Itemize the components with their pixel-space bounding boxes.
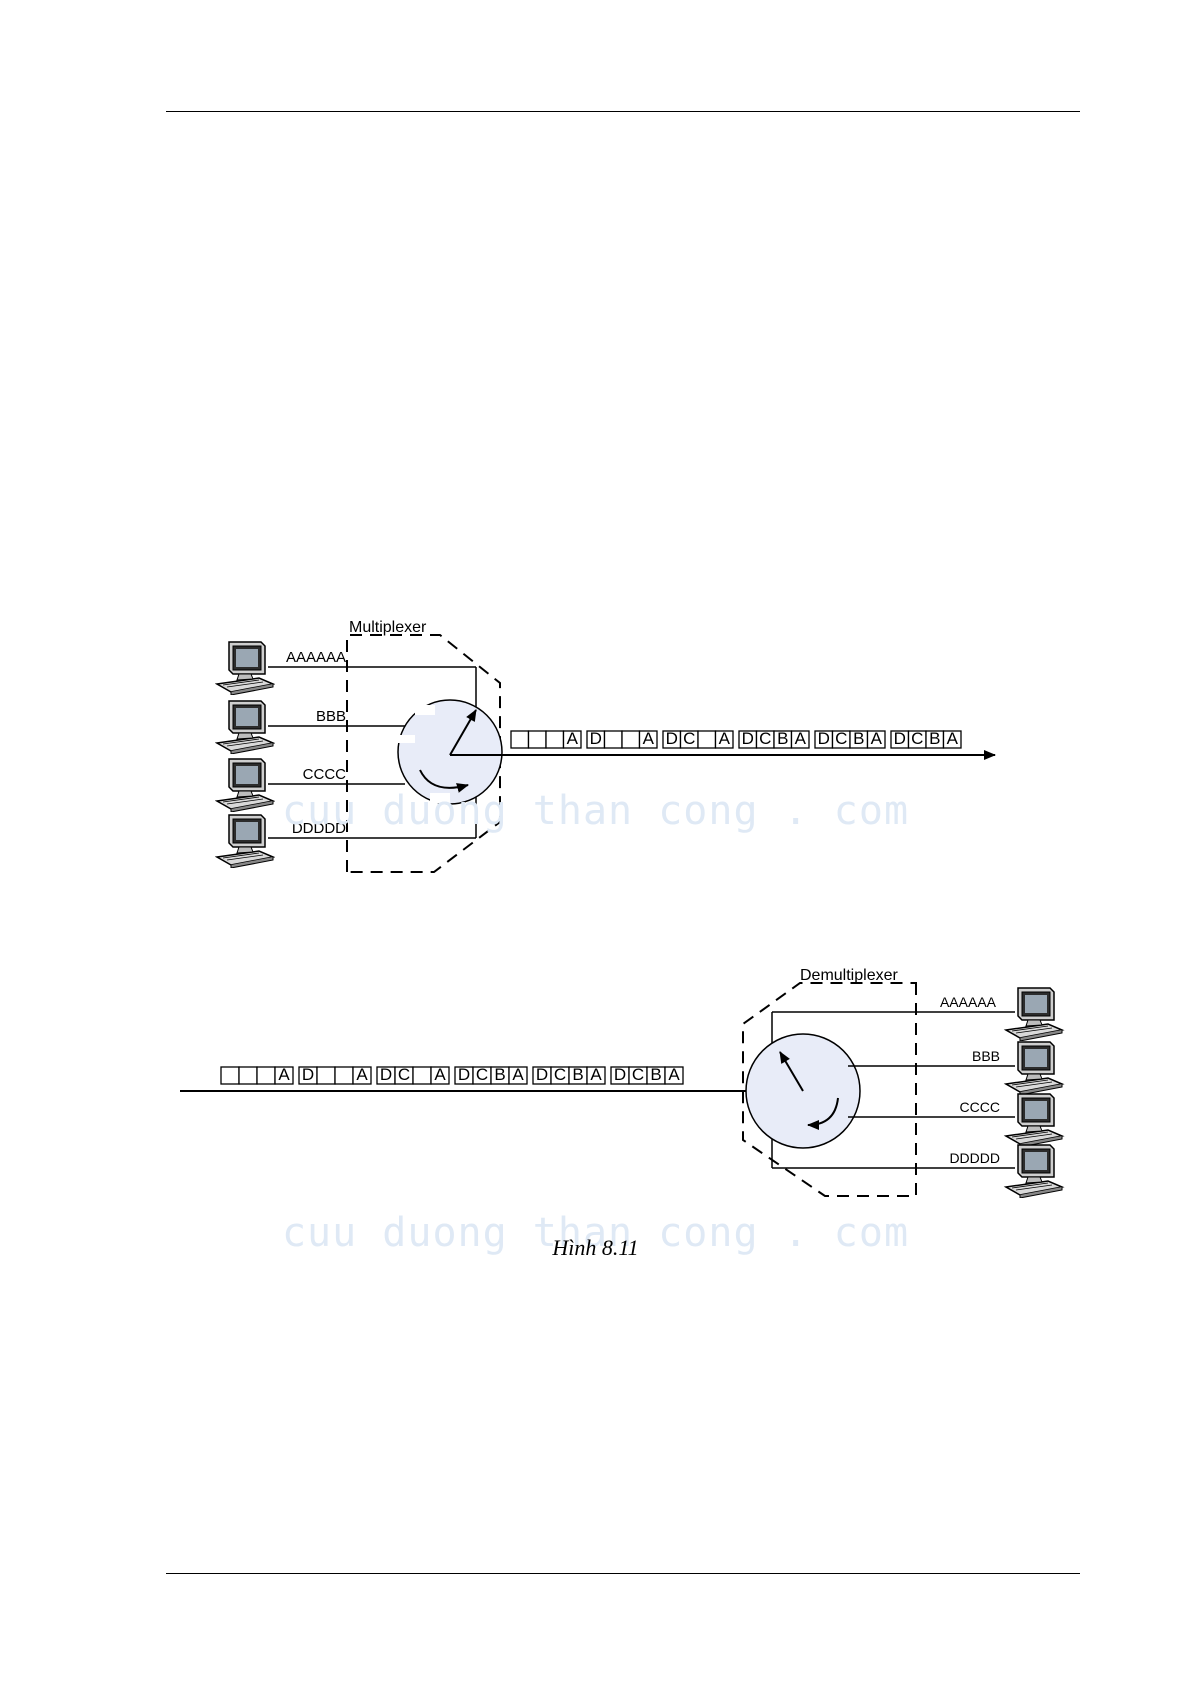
- frame-slot-label: D: [818, 729, 830, 748]
- frame-slot-label: C: [632, 1065, 644, 1084]
- frame-slot-label: A: [668, 1065, 680, 1084]
- computer-icon: [1006, 1145, 1062, 1198]
- output-label-b: BBB: [972, 1048, 1000, 1064]
- frame-slot-label: D: [380, 1065, 392, 1084]
- frame-slot-label: A: [643, 729, 655, 748]
- frame-slot-label: C: [759, 729, 771, 748]
- frame-slot: [221, 1067, 239, 1084]
- frame-slot-label: D: [666, 729, 678, 748]
- frame-slot-label: A: [434, 1065, 446, 1084]
- frame-slot: [529, 731, 547, 748]
- demultiplexer-label: Demultiplexer: [800, 967, 898, 984]
- frame-slot: [605, 731, 623, 748]
- input-label-b: BBB: [316, 708, 346, 725]
- frame-slot-label: C: [683, 729, 695, 748]
- computer-icon: [217, 815, 273, 868]
- frame-slot-label: B: [929, 729, 940, 748]
- frame-slot: [239, 1067, 257, 1084]
- mux-input-3: CCCC: [217, 759, 405, 812]
- frame-slot: [413, 1067, 431, 1084]
- frame-slot-label: B: [650, 1065, 661, 1084]
- tdm-frame: A: [511, 729, 581, 748]
- frame-slot-label: C: [835, 729, 847, 748]
- demux-output-2: BBB: [848, 1042, 1062, 1095]
- input-label-a: AAAAAA: [286, 649, 346, 666]
- output-label-d: DDDDD: [949, 1150, 1000, 1166]
- multiplexer-group: Multiplexer AAAAAA BBB CCCC DDDDD: [217, 619, 995, 872]
- frame-slot-label: A: [871, 729, 883, 748]
- frame-slot-label: B: [572, 1065, 583, 1084]
- frame-slot-label: D: [742, 729, 754, 748]
- computer-icon: [217, 642, 273, 695]
- frame-slot-label: A: [590, 1065, 602, 1084]
- frame-slot: [511, 731, 529, 748]
- frame-slot-label: A: [512, 1065, 524, 1084]
- frame-slot-label: A: [947, 729, 959, 748]
- frame-slot: [622, 731, 640, 748]
- output-label-c: CCCC: [960, 1099, 1000, 1115]
- computer-icon: [1006, 1094, 1062, 1147]
- frame-slot-label: D: [302, 1065, 314, 1084]
- frame-slot: [546, 731, 564, 748]
- computer-icon: [1006, 988, 1062, 1041]
- demux-output-3: CCCC: [848, 1094, 1062, 1147]
- figure-caption: Hình 8.11: [0, 1235, 1191, 1261]
- frame-slot-label: C: [476, 1065, 488, 1084]
- mux-rotary-switch: [395, 700, 502, 804]
- frame-slot-label: C: [398, 1065, 410, 1084]
- mux-input-2: BBB: [217, 701, 405, 754]
- frame-slot-label: B: [777, 729, 788, 748]
- output-label-a: AAAAAA: [940, 994, 997, 1010]
- frame-slot-label: D: [894, 729, 906, 748]
- frame-slot-label: D: [614, 1065, 626, 1084]
- frame-slot-label: A: [567, 729, 579, 748]
- frame-slot: [335, 1067, 353, 1084]
- frame-slot-label: A: [356, 1065, 368, 1084]
- input-label-c: CCCC: [303, 766, 346, 783]
- frame-slot-label: A: [795, 729, 807, 748]
- tdm-frame: A: [221, 1065, 293, 1084]
- frame-slot-label: C: [911, 729, 923, 748]
- frame-slot: [317, 1067, 335, 1084]
- input-label-d: DDDDD: [292, 820, 346, 837]
- frame-slot-label: B: [494, 1065, 505, 1084]
- frame-slot: [698, 731, 716, 748]
- computer-icon: [1006, 1042, 1062, 1095]
- computer-icon: [217, 759, 273, 812]
- frame-slot-label: C: [554, 1065, 566, 1084]
- multiplexer-label: Multiplexer: [349, 619, 427, 636]
- frame-slot-label: B: [853, 729, 864, 748]
- frame-slot-label: D: [536, 1065, 548, 1084]
- frame-slot-label: A: [278, 1065, 290, 1084]
- frame-slot-label: D: [590, 729, 602, 748]
- frame-slot: [257, 1067, 275, 1084]
- computer-icon: [217, 701, 273, 754]
- frame-slot-label: A: [719, 729, 731, 748]
- footer-rule: [166, 1573, 1080, 1574]
- demux-rotary-switch: [746, 1034, 860, 1148]
- frame-slot-label: D: [458, 1065, 470, 1084]
